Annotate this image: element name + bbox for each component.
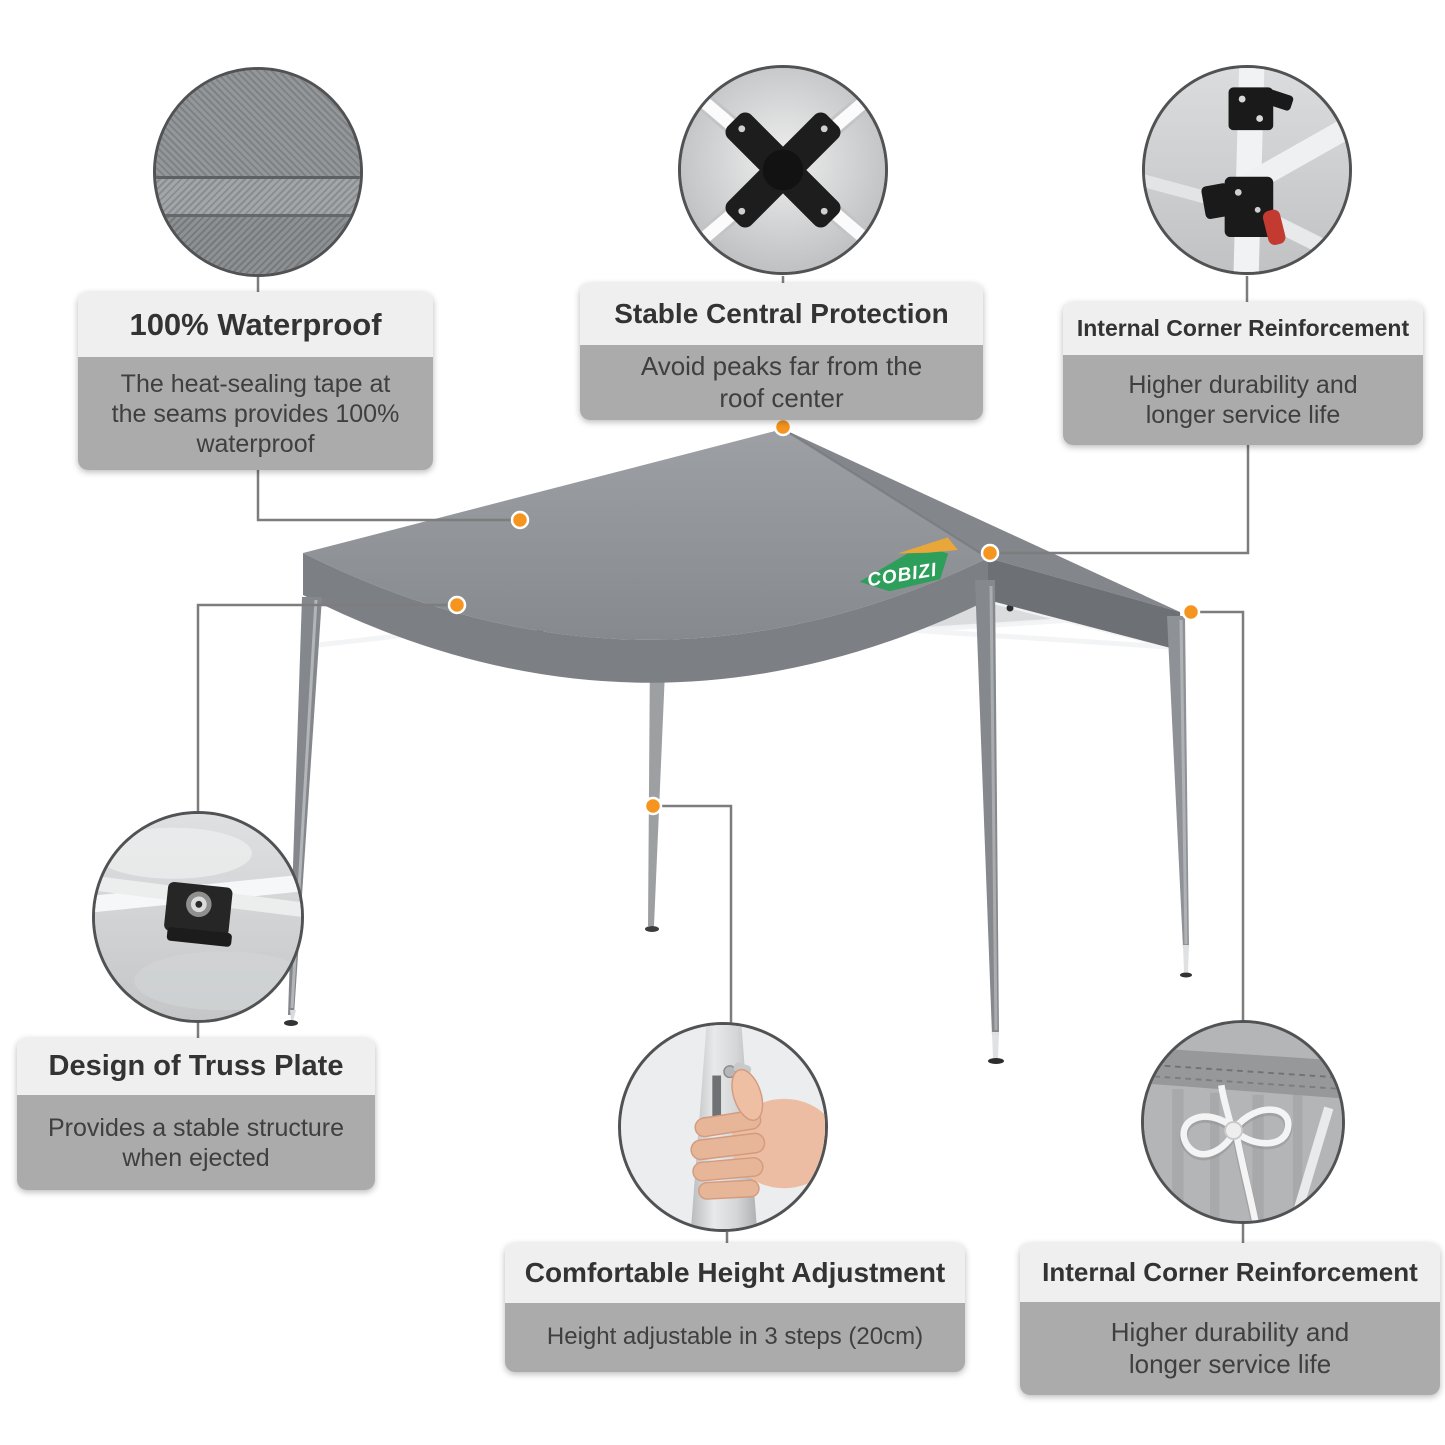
callout-dot-eave-right	[1181, 602, 1201, 622]
tent-foot-front	[988, 1058, 1004, 1064]
connector-height-tent	[662, 804, 733, 1024]
tent-pole-tip-right	[1183, 945, 1189, 972]
connector-corner-top-tent	[999, 445, 1250, 555]
canopy-valance-right	[988, 558, 1182, 651]
connector-waterproof-roof	[256, 470, 511, 522]
corner-bracket-photo	[1142, 65, 1352, 275]
feature-box-corner-reinforcement-top: Internal Corner Reinforcement Higher dur…	[1063, 302, 1423, 445]
brand-logo-yellow-swoosh	[897, 537, 958, 554]
callout-dots	[447, 417, 1201, 816]
feature-title: Internal Corner Reinforcement	[1020, 1243, 1440, 1302]
feature-box-corner-reinforcement-bottom: Internal Corner Reinforcement Higher dur…	[1020, 1243, 1440, 1395]
height-adjustment-photo	[618, 1022, 828, 1232]
tent-foot-back	[645, 926, 659, 932]
feature-description: Higher durability and longer service lif…	[1020, 1302, 1440, 1395]
fabric-texture	[156, 216, 360, 274]
center-hub-illustration	[681, 68, 885, 272]
height-adjustment-illustration	[621, 1025, 825, 1229]
fabric-seam	[156, 176, 360, 217]
tent-pole-tip-front	[992, 1032, 999, 1058]
red-release-lever	[1262, 209, 1286, 245]
feature-title: Stable Central Protection	[580, 283, 983, 345]
canopy-roof-right	[783, 429, 1180, 612]
callout-dot-roof	[510, 510, 530, 530]
callout-dot-corner-right-top	[980, 543, 1000, 563]
canopy-valance-front	[303, 553, 988, 683]
hub-bracket	[725, 112, 841, 228]
feature-description: Height adjustable in 3 steps (20cm)	[505, 1303, 965, 1372]
tent-foot-left	[284, 1020, 298, 1026]
feature-box-truss-plate: Design of Truss Plate Provides a stable …	[17, 1038, 375, 1190]
fabric-texture	[156, 70, 360, 177]
corner-rope-photo	[1141, 1020, 1345, 1224]
feature-description: Higher durability and longer service lif…	[1063, 355, 1423, 445]
callout-dot-back-leg	[643, 796, 663, 816]
tent-foot-right	[1180, 972, 1192, 978]
feature-title: Comfortable Height Adjustment	[505, 1243, 965, 1303]
feature-box-waterproof: 100% Waterproof The heat-sealing tape at…	[78, 292, 433, 470]
feature-box-height-adjustment: Comfortable Height Adjustment Height adj…	[505, 1243, 965, 1372]
corner-rope-illustration	[1144, 1023, 1342, 1221]
fabric-seam-photo	[153, 67, 363, 277]
truss-plate-photo	[92, 811, 304, 1023]
feature-title: Design of Truss Plate	[17, 1038, 375, 1095]
canopy-roof-front	[303, 429, 988, 640]
feature-description: The heat-sealing tape at the seams provi…	[78, 357, 433, 470]
feature-box-central-protection: Stable Central Protection Avoid peaks fa…	[580, 283, 983, 420]
truss-plate-illustration	[95, 814, 301, 1020]
feature-description: Provides a stable structure when ejected	[17, 1095, 375, 1190]
truss-plate-bracket	[164, 881, 233, 947]
callout-dot-eave-left	[447, 595, 467, 615]
hand	[690, 1068, 825, 1200]
callout-dot-peak	[773, 417, 793, 437]
rope-bow	[1180, 1084, 1292, 1221]
leg-highlight	[989, 585, 998, 1031]
tent-leg-back	[648, 648, 666, 926]
feature-title: 100% Waterproof	[78, 292, 433, 357]
leg-highlight	[1179, 619, 1188, 945]
brand-logo-green-shape	[859, 545, 949, 592]
feature-title: Internal Corner Reinforcement	[1063, 302, 1423, 355]
center-hub-photo	[678, 65, 888, 275]
feature-description: Avoid peaks far from the roof center	[580, 345, 983, 420]
canopy-underside	[307, 597, 1181, 671]
connector-truss-tent	[196, 603, 448, 811]
canopy-ridge-line	[782, 428, 989, 559]
corner-bracket-illustration	[1145, 68, 1349, 272]
